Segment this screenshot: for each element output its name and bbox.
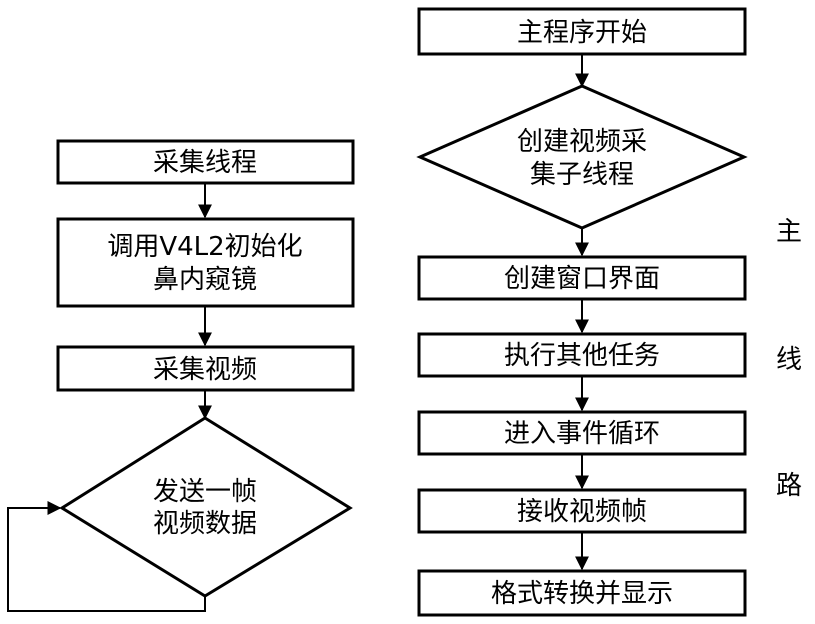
send-frame-label-line1: 发送一帧: [153, 477, 257, 507]
capture-video-label: 采集视频: [153, 355, 257, 385]
loop-back-connector: [7, 501, 206, 612]
right-flow: 主程序开始 创建视频采 集子线程 创建窗口界面 执行其他任务 进入事件循环 接收…: [416, 7, 748, 617]
capture-video-box: [56, 345, 355, 392]
side-label-char-2: 线: [776, 345, 802, 375]
side-label: 主 线 路: [776, 217, 802, 501]
side-label-char-1: 主: [776, 217, 802, 247]
event-loop-box: [417, 410, 747, 456]
create-thread-diamond: [416, 84, 748, 230]
create-window-label: 创建窗口界面: [504, 264, 660, 294]
left-flow: 采集线程 调用V4L2初始化 鼻内窥镜 采集视频 发送一帧 视频数据: [7, 139, 355, 612]
capture-thread-label: 采集线程: [153, 148, 257, 178]
init-box: [56, 217, 355, 308]
send-frame-label-line2: 视频数据: [153, 509, 257, 539]
other-tasks-box: [417, 332, 747, 378]
side-label-char-3: 路: [776, 471, 802, 501]
receive-frame-box: [417, 488, 747, 534]
create-thread-label-line1: 创建视频采: [517, 127, 647, 157]
format-display-box: [417, 569, 747, 617]
create-thread-label-line2: 集子线程: [530, 160, 634, 190]
format-display-label: 格式转换并显示: [491, 579, 673, 609]
main-start-label: 主程序开始: [517, 18, 647, 48]
receive-frame-label: 接收视频帧: [517, 497, 647, 527]
event-loop-label: 进入事件循环: [504, 419, 660, 449]
init-label-line2: 鼻内窥镜: [153, 265, 257, 295]
send-frame-diamond: [59, 416, 353, 598]
other-tasks-label: 执行其他任务: [504, 341, 660, 371]
create-window-box: [417, 255, 747, 301]
init-label-line1: 调用V4L2初始化: [107, 232, 302, 262]
